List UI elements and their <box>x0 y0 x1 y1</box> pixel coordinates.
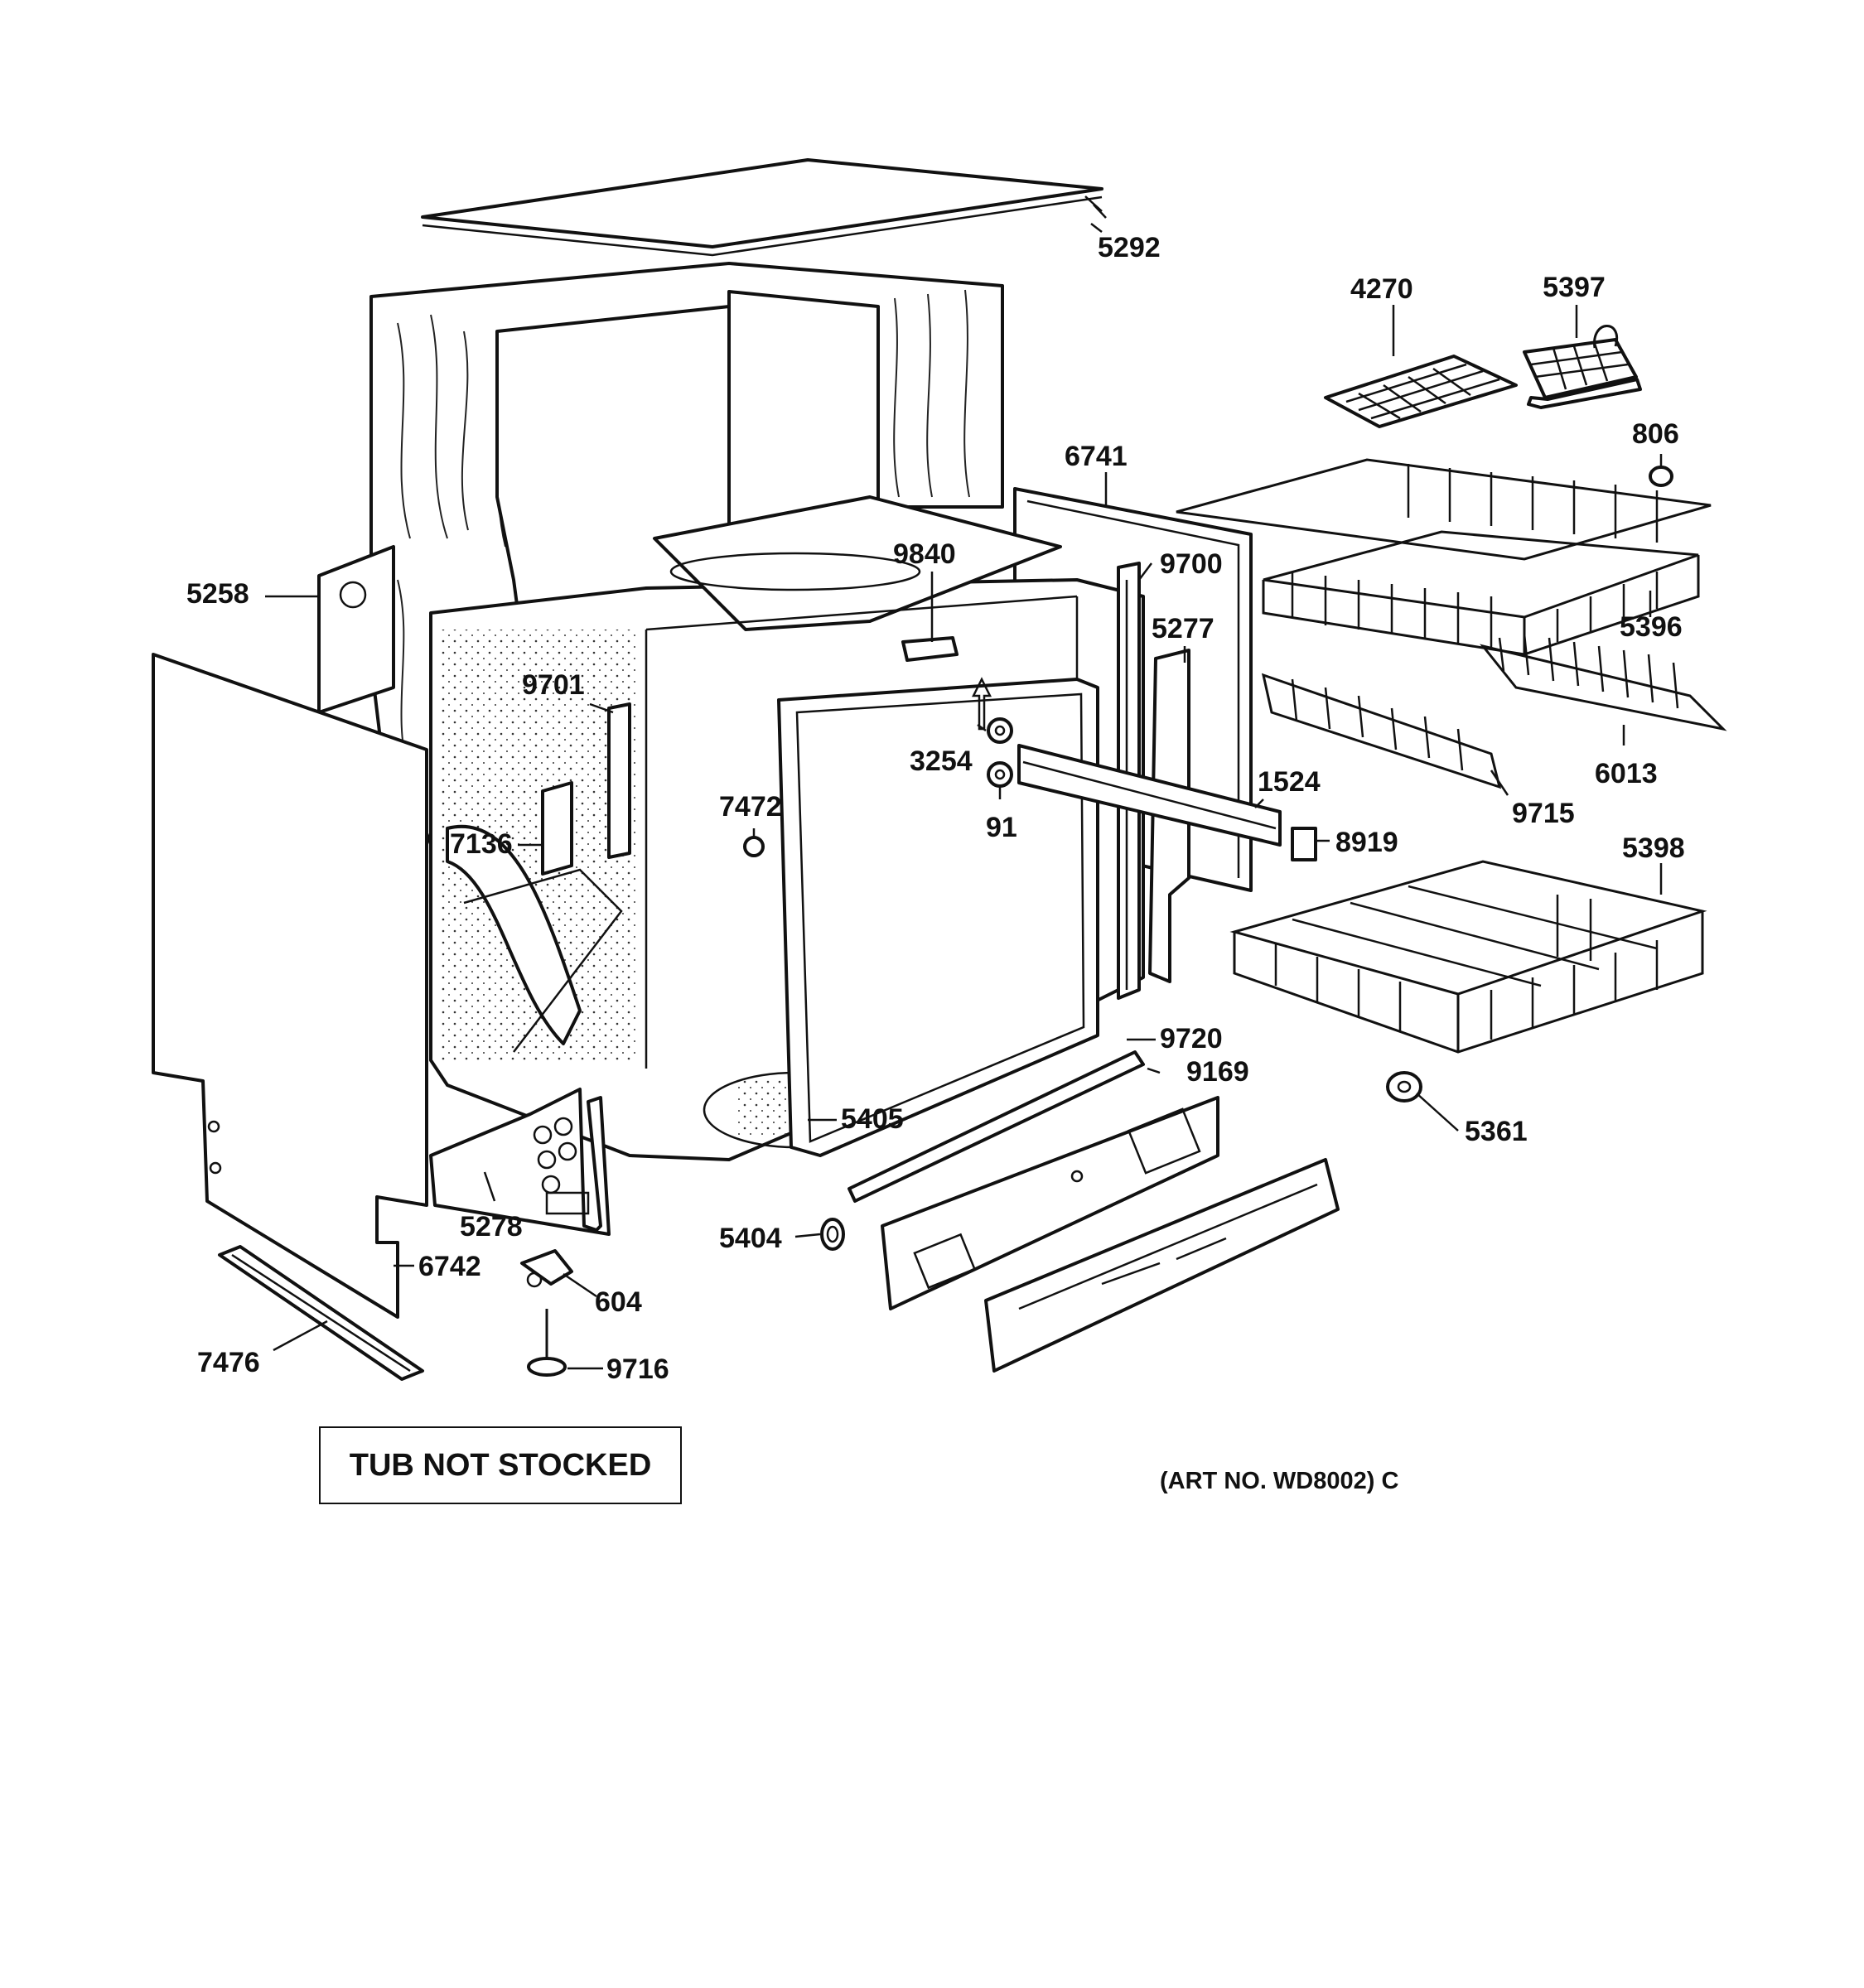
label-1524: 1524 <box>1258 766 1321 798</box>
door-gasket-part <box>777 678 1099 1157</box>
part-number-labels: 5292 4270 5397 806 6741 9840 9700 5258 5… <box>186 232 1685 1385</box>
label-9169: 9169 <box>1186 1056 1249 1088</box>
top-cover-part <box>421 158 1103 257</box>
leveling-leg-part <box>527 1309 567 1377</box>
leveling-bracket-part <box>520 1249 573 1288</box>
lower-rack-part <box>1229 860 1707 1054</box>
label-3254: 3254 <box>910 746 973 777</box>
label-5398: 5398 <box>1622 832 1685 864</box>
rack-rail-part <box>1017 744 1282 847</box>
label-8919: 8919 <box>1335 827 1398 858</box>
label-7136: 7136 <box>450 828 513 860</box>
upper-rack-part <box>1176 458 1712 656</box>
label-5397: 5397 <box>1543 272 1606 303</box>
rack-knob-part <box>1649 466 1673 487</box>
grommet-part <box>820 1218 845 1251</box>
stop-clip-part <box>1291 827 1317 861</box>
label-5361: 5361 <box>1465 1116 1528 1147</box>
tub-not-stocked-text: TUB NOT STOCKED <box>349 1447 652 1483</box>
hinge-bracket-part <box>541 781 573 876</box>
leader-lines <box>265 195 1663 1370</box>
label-5405: 5405 <box>841 1103 904 1135</box>
label-5258: 5258 <box>186 578 249 610</box>
label-91: 91 <box>986 812 1017 843</box>
label-9701: 9701 <box>522 669 585 701</box>
label-604: 604 <box>595 1286 642 1318</box>
label-5404: 5404 <box>719 1223 782 1254</box>
label-7472: 7472 <box>719 791 782 823</box>
label-6741: 6741 <box>1065 441 1128 472</box>
label-4270: 4270 <box>1350 273 1413 305</box>
left-strip-part <box>607 702 631 859</box>
label-6742: 6742 <box>418 1251 481 1282</box>
control-plate-part <box>429 1088 611 1236</box>
silverware-basket-part <box>1523 325 1642 409</box>
fold-down-tines-part <box>1480 633 1727 731</box>
rack-wheel-part <box>1386 1071 1422 1103</box>
left-back-panel-part <box>317 545 395 714</box>
label-5396: 5396 <box>1620 611 1683 643</box>
label-5278: 5278 <box>460 1211 523 1242</box>
label-9716: 9716 <box>606 1353 669 1385</box>
label-9720: 9720 <box>1160 1023 1223 1054</box>
toe-strip-part <box>218 1245 424 1381</box>
art-number: (ART NO. WD8002) C <box>1160 1468 1399 1494</box>
rack-rollers-part <box>971 677 1013 788</box>
nut-7472-part <box>743 836 765 857</box>
label-9715: 9715 <box>1512 798 1575 829</box>
tub-not-stocked-note: TUB NOT STOCKED <box>319 1426 682 1504</box>
label-9700: 9700 <box>1160 548 1223 580</box>
shelf-tines-part <box>1261 673 1502 789</box>
door-panel-part <box>984 1158 1340 1373</box>
left-outer-panel-part <box>152 653 428 1319</box>
label-9840: 9840 <box>893 538 956 570</box>
trim-strip-part <box>847 1050 1145 1203</box>
cup-shelf-part <box>1324 355 1518 428</box>
label-5292: 5292 <box>1098 232 1161 263</box>
label-806: 806 <box>1632 418 1679 450</box>
door-trim-part <box>881 1096 1219 1310</box>
label-6013: 6013 <box>1595 758 1658 789</box>
latch-9840-part <box>901 636 959 662</box>
label-7476: 7476 <box>197 1347 260 1378</box>
label-5277: 5277 <box>1152 613 1214 644</box>
